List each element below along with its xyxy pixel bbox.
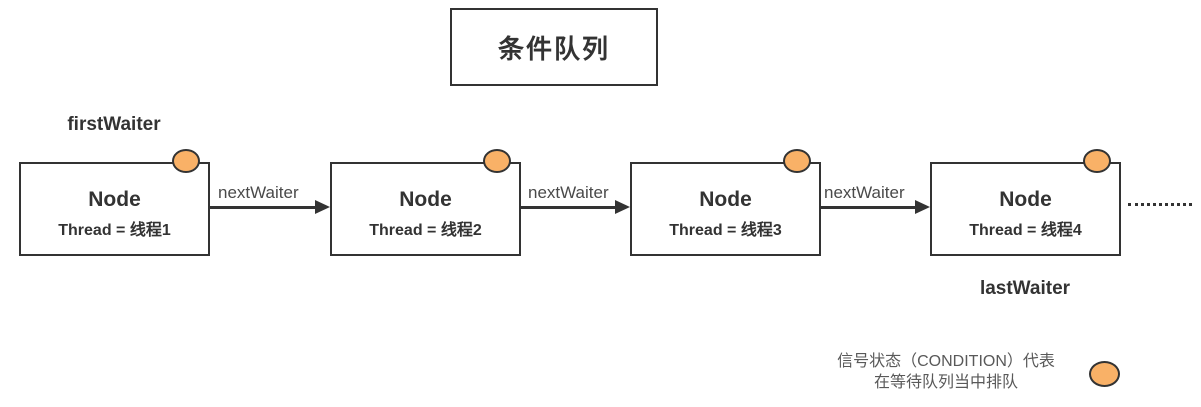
condition-state-circle-icon [1089,361,1120,387]
diagram-title-box: 条件队列 [450,8,658,86]
node-title: Node [999,187,1052,211]
legend-line-2: 在等待队列当中排队 [873,374,1018,391]
condition-state-circle-icon [483,149,511,173]
last-waiter-label: lastWaiter [979,278,1071,299]
next-waiter-arrow-1 [210,200,330,214]
first-waiter-label: firstWaiter [67,114,161,135]
node-thread-value: Thread = 线程4 [969,222,1082,240]
diagram-title: 条件队列 [497,33,610,64]
node-box-1: Node Thread = 线程1 [19,149,210,256]
continuation-dots-icon [1128,203,1192,206]
node-title: Node [399,187,452,211]
next-waiter-arrow-label: nextWaiter [218,183,299,202]
node-thread-value: Thread = 线程2 [369,222,482,240]
condition-state-circle-icon [172,149,200,173]
condition-state-circle-icon [783,149,811,173]
legend-text: 信号状态（CONDITION）代表 在等待队列当中排队 [815,351,1077,393]
node-title: Node [88,187,141,211]
next-waiter-arrow-label: nextWaiter [824,183,905,202]
next-waiter-arrow-2 [521,200,630,214]
legend-line-1: 信号状态（CONDITION）代表 [837,353,1055,370]
node-box-2: Node Thread = 线程2 [330,149,521,256]
node-thread-value: Thread = 线程3 [669,222,782,240]
next-waiter-arrow-label: nextWaiter [528,183,609,202]
node-thread-value: Thread = 线程1 [58,222,171,240]
node-box-4: Node Thread = 线程4 [930,149,1121,256]
node-title: Node [699,187,752,211]
next-waiter-arrow-3 [821,200,930,214]
node-box-3: Node Thread = 线程3 [630,149,821,256]
condition-state-circle-icon [1083,149,1111,173]
